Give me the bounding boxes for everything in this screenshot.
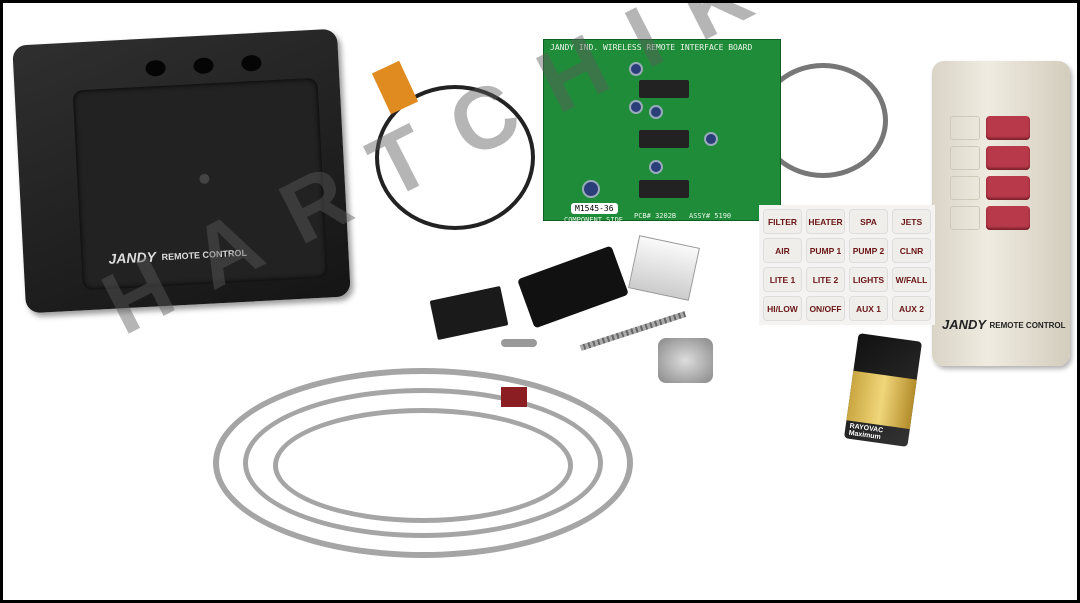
receiver-hole [241, 54, 262, 72]
remote-label-slot [950, 146, 980, 170]
remote-brand-sub: REMOTE CONTROL [989, 320, 1066, 330]
remote-brand: JANDY [942, 317, 986, 332]
pcb-number: PCB# 3202B [634, 212, 677, 220]
capacitor [629, 62, 643, 76]
mounting-clip [517, 245, 629, 329]
label-sticker: AUX 1 [849, 296, 888, 321]
label-sticker: LITE 2 [806, 267, 845, 292]
short-screw [501, 339, 537, 347]
ic-chip [639, 180, 689, 198]
remote-button-1[interactable] [986, 116, 1030, 140]
label-sticker: CLNR [892, 238, 931, 263]
label-sticker: LITE 1 [763, 267, 802, 292]
label-sticker: PUMP 2 [849, 238, 888, 263]
label-sticker: HEATER [806, 209, 845, 234]
battery-stripe [846, 370, 917, 430]
pcb-assy: ASSY# 5190 [689, 212, 732, 220]
adhesive-pad [628, 235, 700, 301]
terminal-block [429, 285, 509, 341]
remote-button-2[interactable] [986, 146, 1030, 170]
label-sticker: AUX 2 [892, 296, 931, 321]
remote-label-slot [950, 206, 980, 230]
receiver-hole [145, 59, 166, 77]
pcb-side-label: COMPONENT SIDE [564, 216, 624, 224]
product-photo: JANDY REMOTE CONTROL JANDY IND. WIRELESS… [3, 3, 1077, 600]
remote-label-slot [950, 116, 980, 140]
cable-connector [658, 338, 713, 383]
red-plug [501, 387, 527, 407]
label-sticker: FILTER [763, 209, 802, 234]
label-sticker: JETS [892, 209, 931, 234]
remote-button-4[interactable] [986, 206, 1030, 230]
cable-coil [213, 368, 633, 558]
remote-label-slot [950, 176, 980, 200]
label-sticker: W/FALL [892, 267, 931, 292]
remote-transmitter: JANDY REMOTE CONTROL [932, 61, 1070, 366]
capacitor [649, 105, 663, 119]
label-sticker: SPA [849, 209, 888, 234]
ic-chip [639, 80, 689, 98]
interface-board: JANDY IND. WIRELESS REMOTE INTERFACE BOA… [543, 39, 781, 224]
cable-coil-inner [243, 388, 603, 538]
black-wire-loop [375, 85, 535, 230]
pcb-tag: M1545-36 [571, 203, 618, 214]
label-sheet: FILTER HEATER SPA JETS AIR PUMP 1 PUMP 2… [759, 205, 935, 325]
label-sticker: ON/OFF [806, 296, 845, 321]
label-sticker: LIGHTS [849, 267, 888, 292]
capacitor [629, 100, 643, 114]
label-sticker: PUMP 1 [806, 238, 845, 263]
label-sticker: AIR [763, 238, 802, 263]
remote-logo: JANDY REMOTE CONTROL [942, 317, 1065, 332]
pcb-title: JANDY IND. WIRELESS REMOTE INTERFACE BOA… [550, 43, 753, 52]
label-sticker: HI/LOW [763, 296, 802, 321]
receiver-hole [193, 57, 214, 75]
capacitor [582, 180, 600, 198]
cable-coil-inner-2 [273, 408, 573, 523]
capacitor [649, 160, 663, 174]
remote-button-3[interactable] [986, 176, 1030, 200]
capacitor [704, 132, 718, 146]
ic-chip [639, 130, 689, 148]
